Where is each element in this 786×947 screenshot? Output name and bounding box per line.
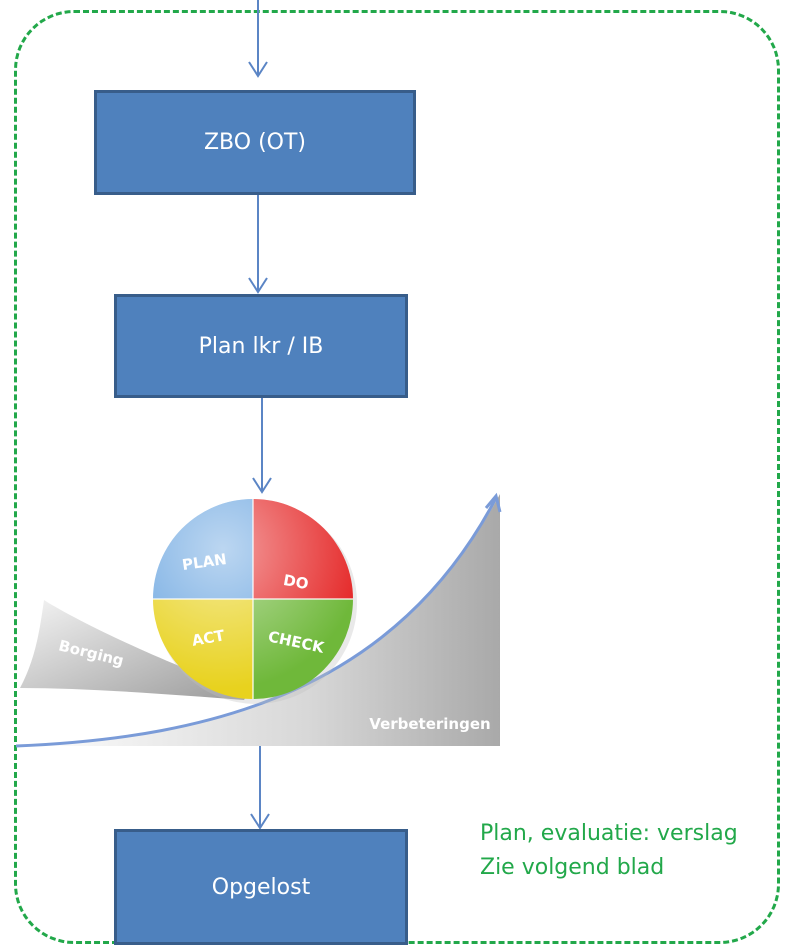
do-text: DO [282,571,310,593]
plan-box: Plan lkr / IB [114,294,408,398]
plan-label: Plan lkr / IB [198,333,324,359]
act-text: ACT [190,626,226,650]
ramp-arrowhead [484,492,502,513]
pdca-wheel: PLAN DO ACT CHECK [153,499,357,704]
zbo-label: ZBO (OT) [203,130,306,155]
evaluation-note: Plan, evaluatie: verslag Zie volgend bla… [480,817,738,885]
note-line-2: Zie volgend blad [480,855,665,880]
arrowhead-pdca [252,477,272,494]
zbo-box: ZBO (OT) [94,90,416,195]
pdca-illustration: PLAN DO ACT CHECK Borging Verbeteringen [16,492,502,748]
opgelost-box: Opgelost [114,829,408,945]
arrowhead-zbo [248,61,268,78]
verbeteringen-text: Verbeteringen [369,715,490,733]
arrowhead-plan [248,277,268,294]
opgelost-label: Opgelost [211,874,311,900]
note-line-1: Plan, evaluatie: verslag [480,821,738,846]
arrowhead-opgelost [250,813,270,830]
verbeteringen-ramp [16,494,500,746]
